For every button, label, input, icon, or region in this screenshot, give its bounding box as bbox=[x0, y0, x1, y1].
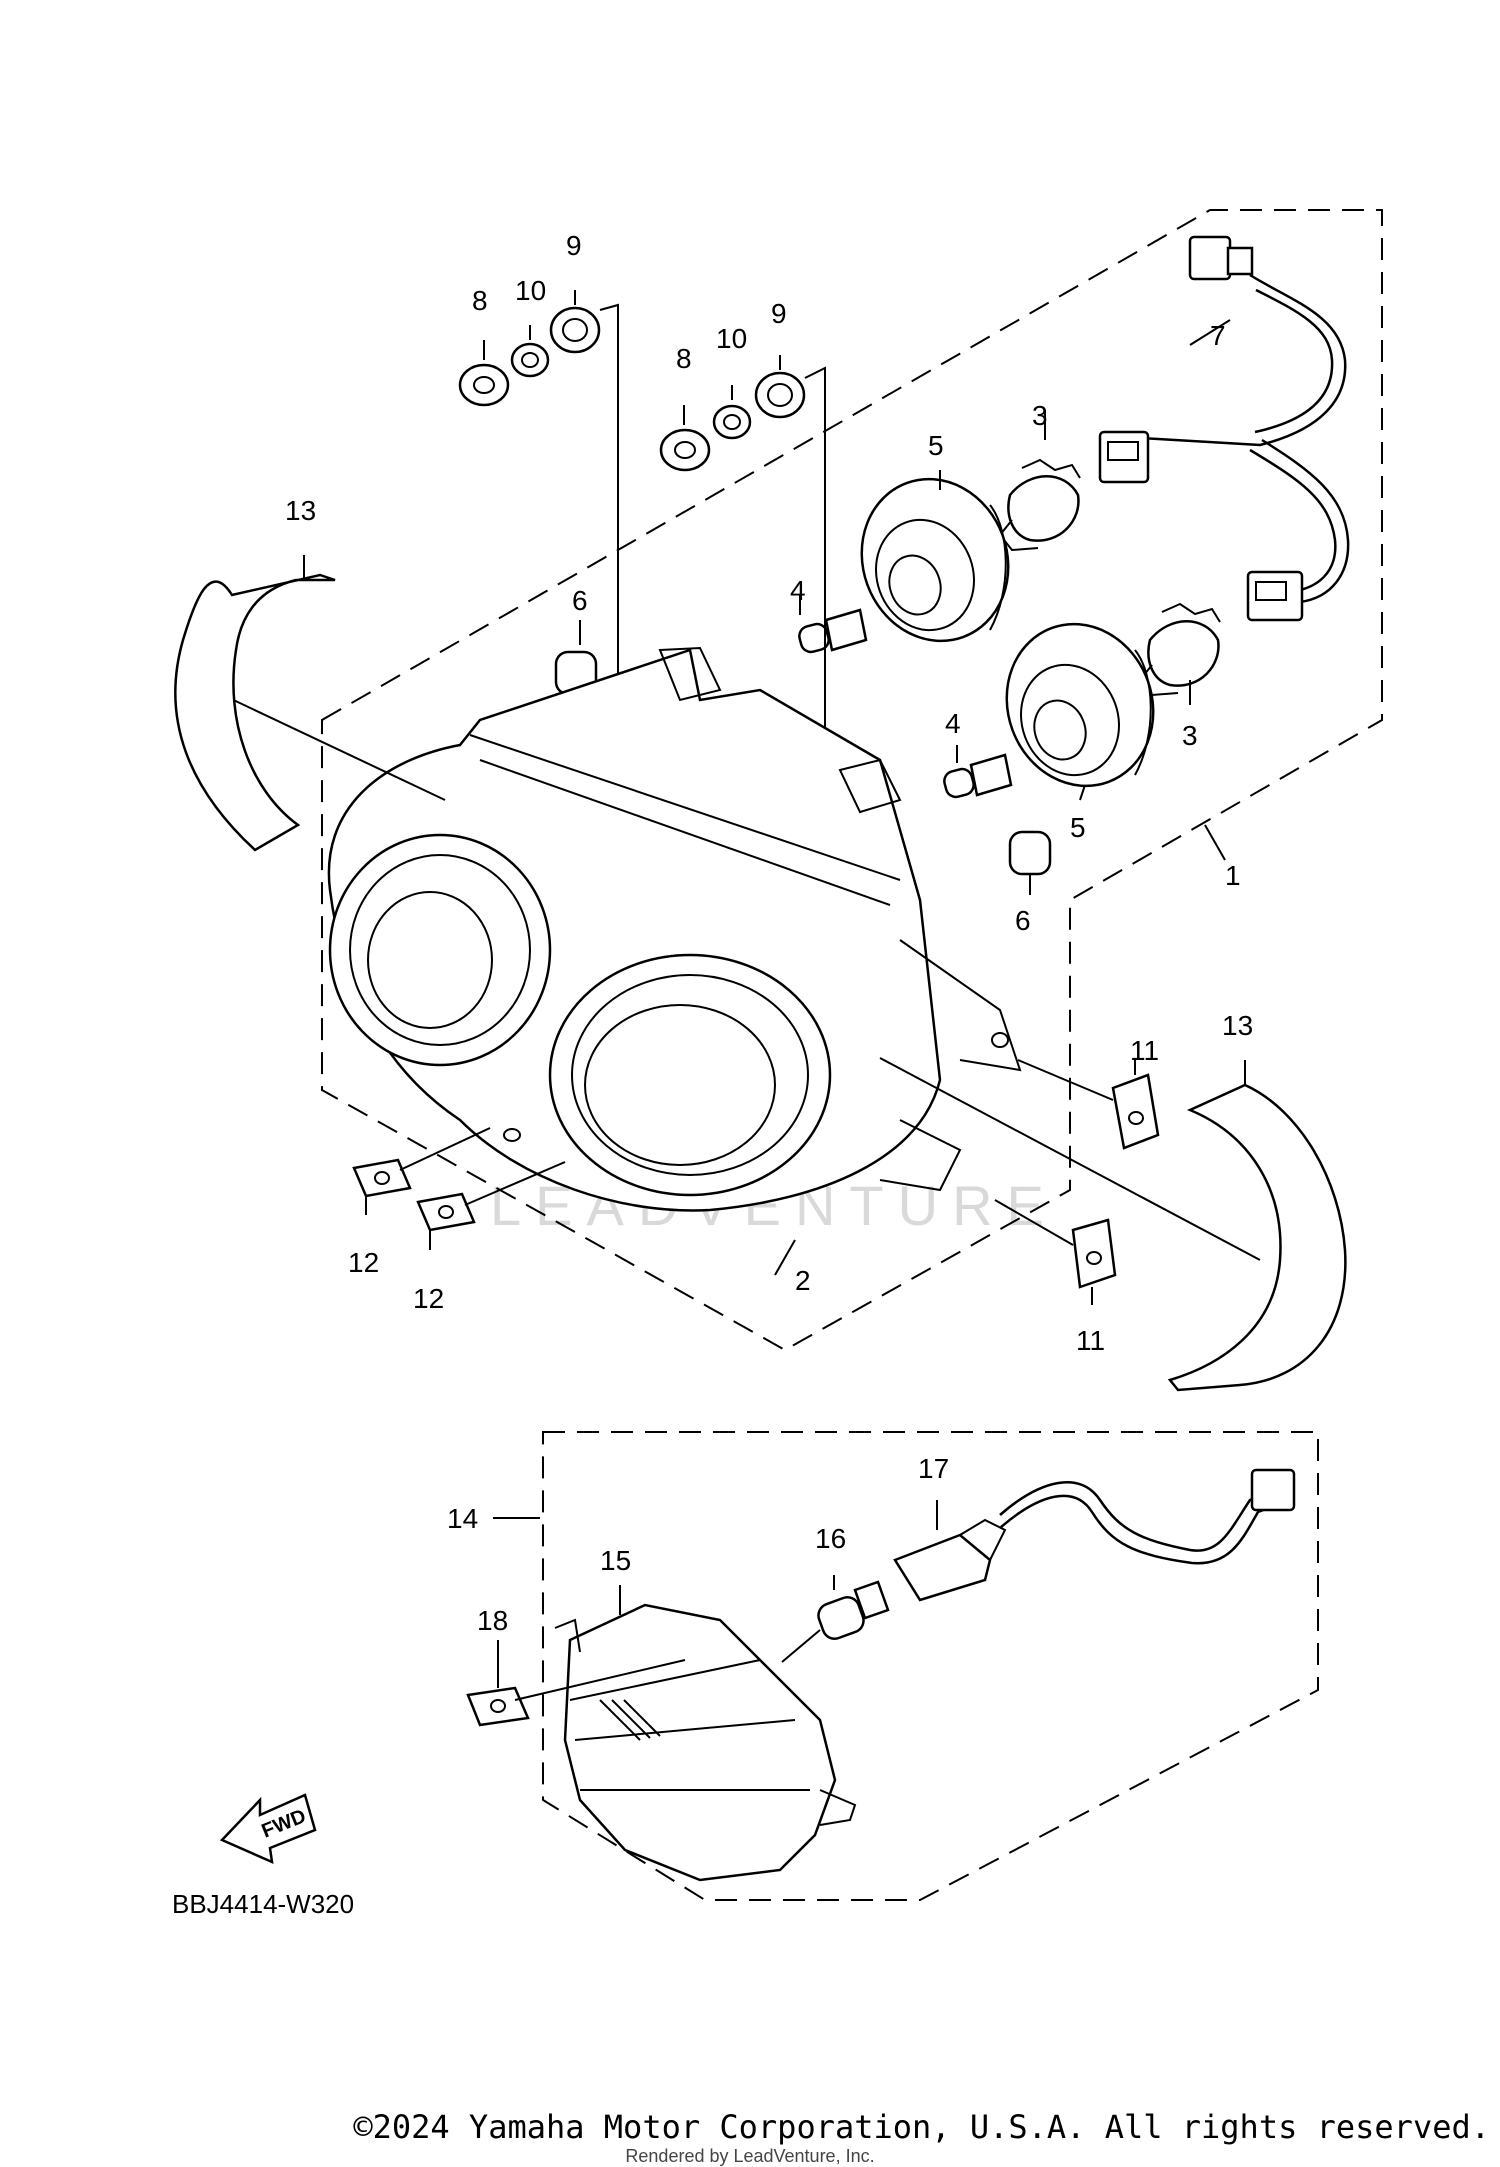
reflector-cover-upper bbox=[860, 477, 1010, 643]
assembly-boundary-headlight bbox=[321, 209, 1383, 1352]
callout-16: 16 bbox=[815, 1523, 846, 1554]
collar-lower bbox=[1008, 830, 1052, 876]
headlight-unit bbox=[327, 646, 1022, 1212]
callout-12-right: 12 bbox=[413, 1283, 444, 1314]
leader-line-bracket-lower bbox=[994, 1199, 1074, 1246]
nut-right bbox=[659, 428, 711, 472]
callout-12-left: 12 bbox=[348, 1247, 379, 1278]
diagram-code: BBJ4414-W320 bbox=[172, 1889, 354, 1919]
taillight-socket-and-wire bbox=[893, 1468, 1296, 1602]
bulb-socket-lower bbox=[1138, 602, 1221, 697]
bracket-upper bbox=[1111, 1073, 1160, 1150]
callout-8-left: 8 bbox=[472, 285, 488, 316]
rendered-by-credit: Rendered by LeadVenture, Inc. bbox=[625, 2146, 875, 2166]
headlight-bulb-upper bbox=[798, 608, 868, 654]
callout-15: 15 bbox=[600, 1545, 631, 1576]
leader-line-cover-right bbox=[879, 1057, 1261, 1261]
leader-line-clip-left bbox=[399, 1127, 491, 1171]
side-cover-right bbox=[1167, 1083, 1347, 1392]
callout-13-left: 13 bbox=[285, 495, 316, 526]
copyright-notice: ©2024 Yamaha Motor Corporation, U.S.A. A… bbox=[353, 2108, 1490, 2146]
callout-4-lower: 4 bbox=[945, 708, 961, 739]
clip-taillight bbox=[466, 1686, 530, 1727]
callout-leaders bbox=[303, 290, 1246, 1688]
callout-17: 17 bbox=[918, 1453, 949, 1484]
clip-right bbox=[416, 1192, 476, 1232]
collar-right bbox=[712, 404, 752, 440]
callout-5-lower: 5 bbox=[1070, 812, 1086, 843]
callout-9-right: 9 bbox=[771, 298, 787, 329]
bulb-socket-upper bbox=[998, 458, 1081, 552]
grommet-right bbox=[754, 371, 806, 419]
callout-3-upper: 3 bbox=[1032, 400, 1048, 431]
callout-10-left: 10 bbox=[515, 275, 546, 306]
leader-line-clip-right bbox=[464, 1161, 566, 1206]
taillight-bulb bbox=[817, 1580, 890, 1640]
alignment-line-left bbox=[599, 303, 637, 727]
collar-left bbox=[510, 342, 550, 378]
headlight-bulb-lower bbox=[943, 753, 1013, 799]
assembly-boundary-taillight bbox=[542, 1431, 1319, 1901]
nut-left bbox=[458, 363, 510, 407]
callout-6-upper: 6 bbox=[572, 585, 588, 616]
callout-9-left: 9 bbox=[566, 230, 582, 261]
callout-2: 2 bbox=[795, 1265, 811, 1296]
leader-line-cover-left bbox=[224, 695, 446, 801]
leader-line-bulb bbox=[781, 1629, 821, 1663]
forward-arrow-icon: FWD bbox=[219, 1793, 317, 1865]
side-cover-left bbox=[174, 573, 336, 852]
callout-14: 14 bbox=[447, 1503, 478, 1534]
callout-6-lower: 6 bbox=[1015, 905, 1031, 936]
leader-line-clip-taillight bbox=[514, 1659, 686, 1701]
grommet-left bbox=[549, 306, 601, 354]
callout-3-lower: 3 bbox=[1182, 720, 1198, 751]
callout-18: 18 bbox=[477, 1605, 508, 1636]
callout-8-right: 8 bbox=[676, 343, 692, 374]
reflector-cover-lower bbox=[1005, 622, 1155, 788]
callout-1: 1 bbox=[1225, 860, 1241, 891]
callout-4-upper: 4 bbox=[790, 575, 806, 606]
callout-5-upper: 5 bbox=[928, 430, 944, 461]
bracket-lower bbox=[1071, 1218, 1117, 1289]
callout-13-right: 13 bbox=[1222, 1010, 1253, 1041]
taillight-unit bbox=[554, 1603, 857, 1882]
callout-7: 7 bbox=[1210, 320, 1226, 351]
callout-10-right: 10 bbox=[716, 323, 747, 354]
clip-left bbox=[352, 1158, 412, 1198]
leader-line-bracket-upper bbox=[1017, 1059, 1114, 1101]
callout-11-upper: 11 bbox=[1130, 1035, 1159, 1066]
callout-11-lower: 11 bbox=[1076, 1325, 1105, 1356]
wiring-harness bbox=[1098, 235, 1350, 622]
